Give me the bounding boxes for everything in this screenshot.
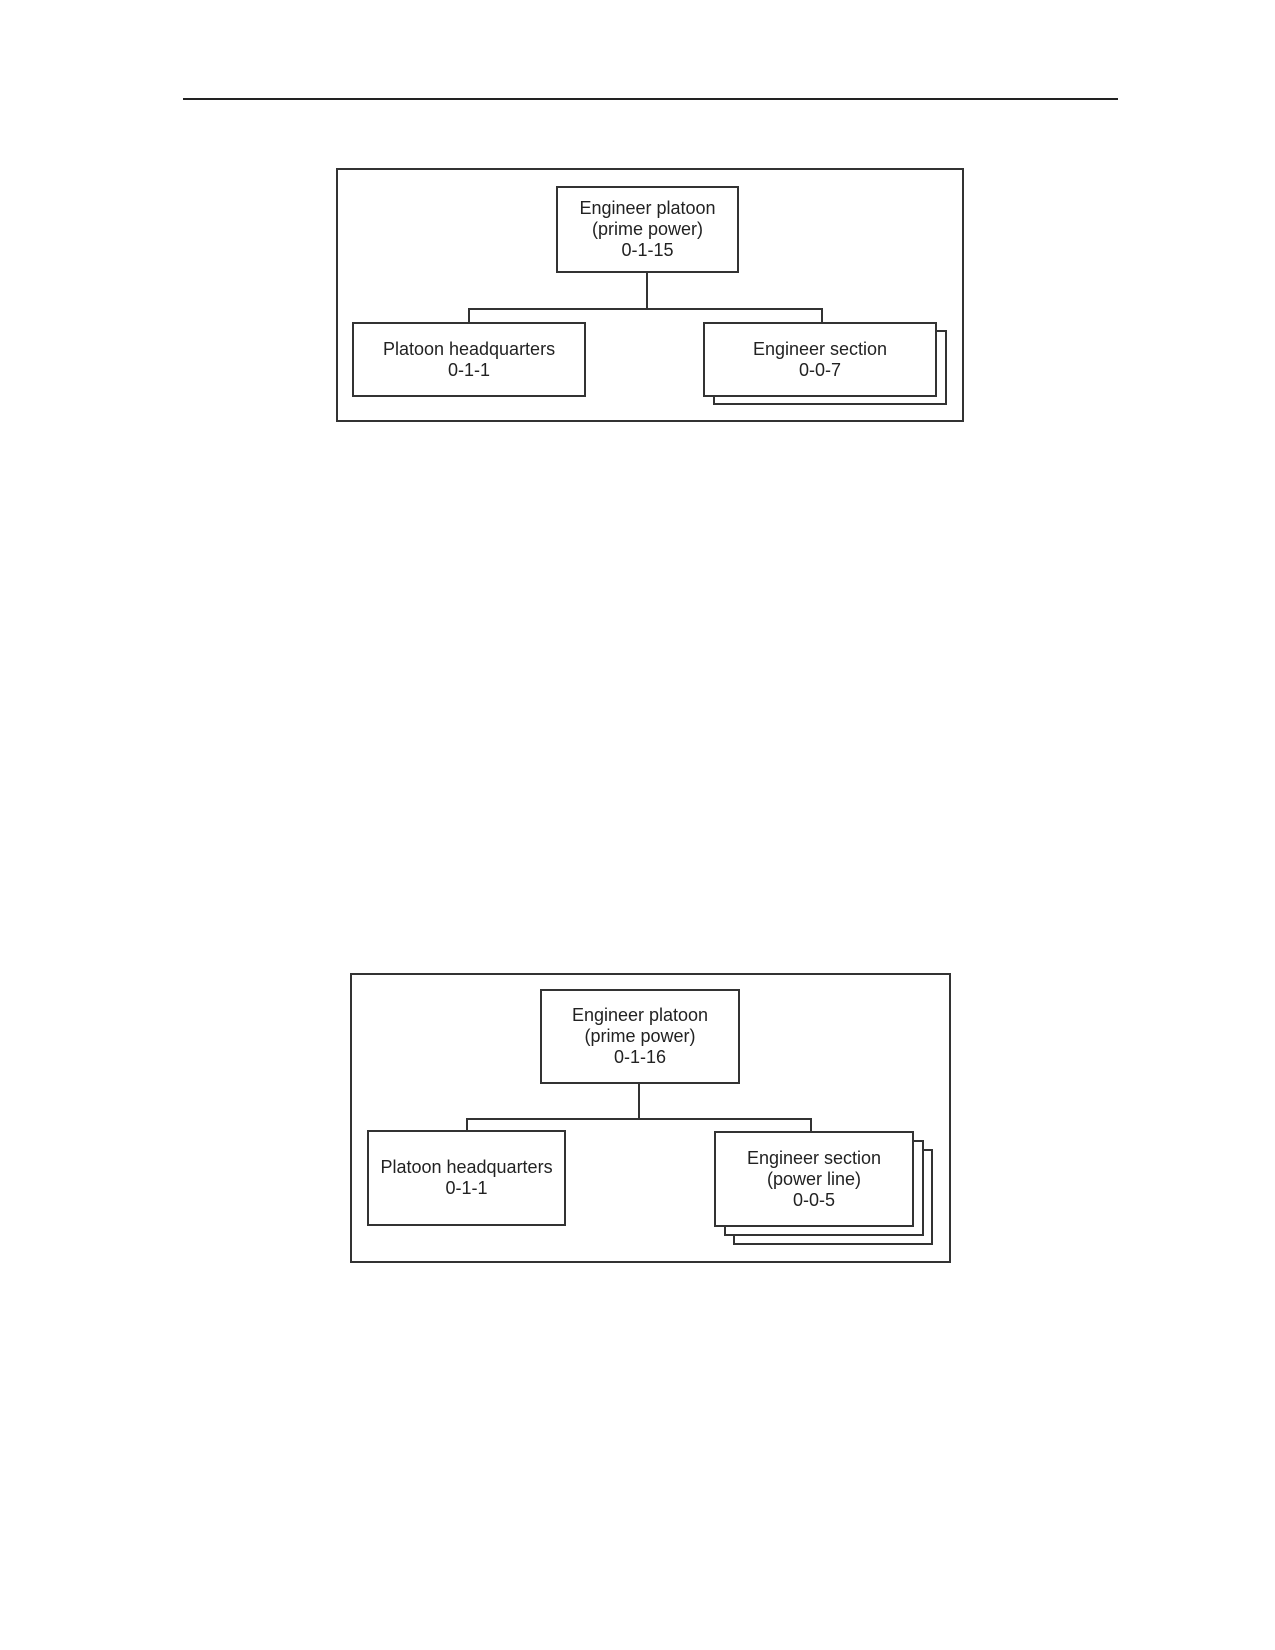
org-chart-1-right-node: Engineer section 0-0-7 [703,322,937,397]
header-rule [183,98,1118,100]
org-chart-1-connector-stem [646,273,648,310]
org-chart-2-left-line-2: 0-1-1 [445,1178,488,1198]
org-chart-1-connector-left [468,308,470,323]
org-chart-2-left-node: Platoon headquarters 0-1-1 [367,1130,566,1226]
org-chart-2-root-line-2: (prime power) [584,1026,696,1046]
org-chart-1-connector-bar [468,308,823,310]
org-chart-2-root-line-1: Engineer platoon [571,1005,709,1025]
org-chart-1-root-line-2: (prime power) [591,219,704,239]
org-chart-1-root-node: Engineer platoon (prime power) 0-1-15 [556,186,739,273]
org-chart-2-root-line-3: 0-1-16 [613,1047,667,1067]
org-chart-1-right-line-2: 0-0-7 [798,359,842,380]
org-chart-2-right-line-2: (power line) [766,1168,862,1189]
org-chart-1-left-line-1: Platoon headquarters [382,338,556,359]
org-chart-2-right-line-1: Engineer section [746,1147,882,1168]
org-chart-2-right-line-3: 0-0-5 [792,1189,836,1210]
org-chart-2-connector-stem [638,1084,640,1120]
org-chart-2-connector-bar [466,1118,812,1120]
org-chart-1-right-line-1: Engineer section [752,338,888,359]
org-chart-2-connector-right [810,1118,812,1131]
org-chart-2-right-node: Engineer section (power line) 0-0-5 [714,1131,914,1227]
org-chart-1-left-line-2: 0-1-1 [447,359,491,380]
org-chart-2-connector-left [466,1118,468,1131]
org-chart-1-left-node: Platoon headquarters 0-1-1 [352,322,586,397]
org-chart-2-left-line-1: Platoon headquarters [380,1157,553,1177]
org-chart-1-root-line-3: 0-1-15 [621,240,674,260]
org-chart-1-connector-right [821,308,823,323]
org-chart-2-root-node: Engineer platoon (prime power) 0-1-16 [540,989,740,1084]
org-chart-1-root-line-1: Engineer platoon [579,198,716,218]
